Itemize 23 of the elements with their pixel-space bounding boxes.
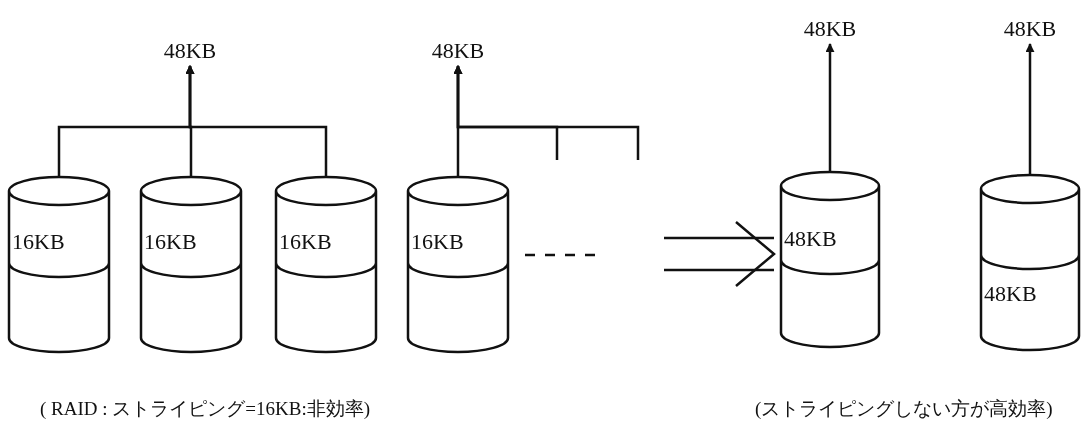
disk-cylinder — [780, 172, 880, 347]
disk-cylinder — [275, 177, 377, 352]
arrow — [453, 65, 640, 160]
block-size-label: 48KB — [984, 281, 1037, 307]
size-label: 48KB — [140, 36, 240, 66]
block-size-label: 16KB — [279, 229, 332, 255]
block-size-label: 16KB — [144, 229, 197, 255]
block-size-label: 16KB — [411, 229, 464, 255]
caption-text: ( RAID : ストライピング=16KB:非効率) — [40, 397, 370, 421]
arrow — [185, 65, 328, 177]
double-arrow — [662, 220, 776, 288]
block-size-label: 16KB — [12, 229, 65, 255]
disk-cylinder — [140, 177, 242, 352]
arrow — [825, 43, 835, 172]
disk-cylinder — [8, 177, 110, 352]
block-size-label: 48KB — [784, 226, 837, 252]
disk-cylinder — [980, 175, 1080, 350]
arrow — [1025, 43, 1035, 175]
caption-text: (ストライピングしない方が高効率) — [755, 397, 1053, 421]
size-label: 48KB — [408, 36, 508, 66]
size-label: 48KB — [980, 14, 1080, 44]
disk-cylinder — [407, 177, 509, 352]
size-label: 48KB — [780, 14, 880, 44]
